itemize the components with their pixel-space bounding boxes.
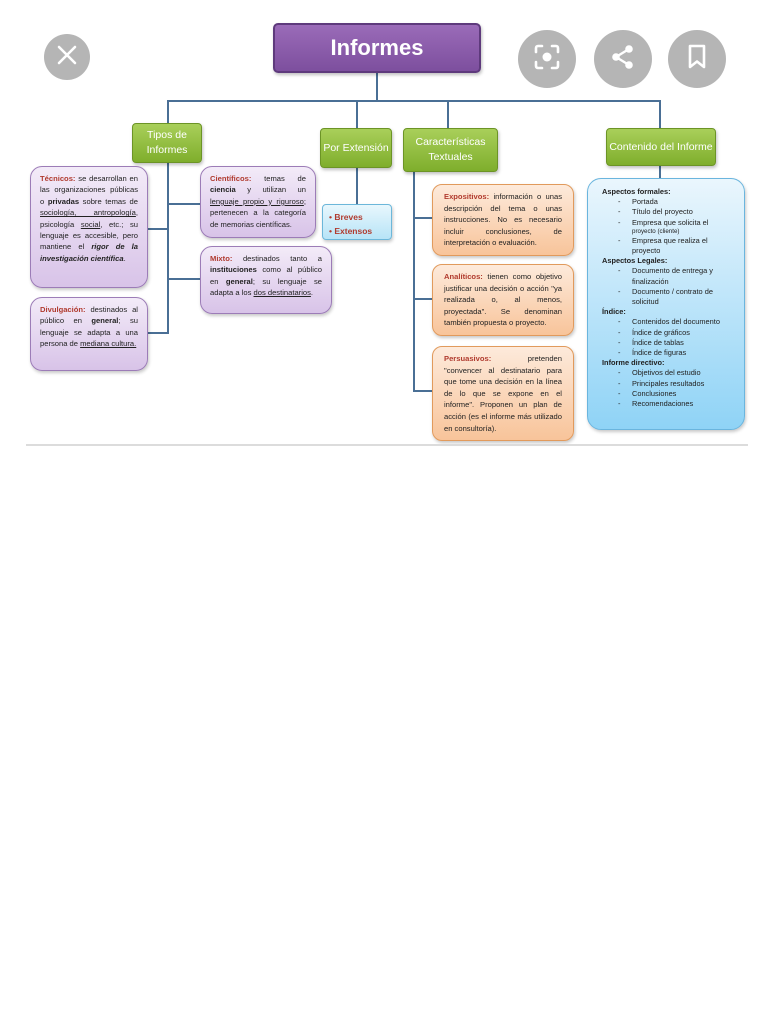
content-item: -Recomendaciones bbox=[618, 399, 694, 409]
content-item: -Empresa que solicita el bbox=[618, 217, 709, 227]
tipo-divulgacion: Divulgación: destinados al público en ge… bbox=[30, 297, 148, 371]
text: , etc.; su lenguaje es accesible, pero m… bbox=[40, 219, 138, 252]
item-text: Conclusiones bbox=[632, 388, 677, 398]
text: y utilizan un bbox=[235, 185, 306, 195]
content-item: -Documento / contrato de solicitud bbox=[602, 287, 734, 307]
content-item: -Contenidos del documento bbox=[618, 317, 720, 327]
branch-tipos: Tipos de Informes bbox=[132, 123, 202, 163]
content-item: -Portada bbox=[618, 197, 658, 207]
text: temas de bbox=[251, 174, 306, 183]
close-button[interactable] bbox=[44, 34, 90, 80]
item-text: Recomendaciones bbox=[632, 399, 694, 409]
text: ; su lenguaje se adapta a una persona de bbox=[40, 316, 138, 349]
item-text: Empresa que solicita el bbox=[632, 217, 709, 227]
branch-contenido: Contenido del Informe bbox=[606, 128, 716, 166]
share-button[interactable] bbox=[594, 30, 652, 88]
text: . bbox=[310, 288, 314, 298]
bookmark-button[interactable] bbox=[668, 30, 726, 88]
text: sobre temas de bbox=[79, 196, 138, 206]
content-item: -Documento de entrega y finalización bbox=[602, 266, 734, 286]
bookmark-icon bbox=[685, 43, 709, 76]
content-item: -Empresa que realiza el proyecto bbox=[602, 236, 734, 256]
text: se desarrollan en las organizaciones púb… bbox=[40, 174, 138, 206]
content-item: -Objetivos del estudio bbox=[618, 368, 701, 378]
text: . bbox=[123, 253, 126, 263]
text: ; su lenguaje se adapta a los bbox=[210, 276, 322, 298]
item-text: Documento / contrato de solicitud bbox=[632, 286, 713, 307]
bold-text: general bbox=[225, 276, 253, 286]
item-text: Principales resultados bbox=[632, 378, 705, 388]
section-heading: Informe directivo: bbox=[602, 358, 665, 368]
bold-text: privadas bbox=[47, 196, 80, 206]
text: ; pertenecen a la categoría de memorias … bbox=[210, 196, 306, 229]
section-heading: Aspectos formales: bbox=[602, 187, 671, 196]
close-icon bbox=[56, 44, 78, 71]
share-icon bbox=[609, 43, 637, 76]
content-item: -Conclusiones bbox=[618, 388, 677, 398]
underlined-text: social bbox=[80, 219, 101, 229]
extension-item: • Extensos bbox=[329, 226, 373, 236]
content-item: proyecto (cliente) bbox=[602, 228, 734, 236]
tipo-tecnicos: Técnicos: se desarrollan en las organiza… bbox=[30, 166, 148, 288]
image-bottom-divider bbox=[26, 444, 748, 446]
underlined-text: dos destinatarios bbox=[253, 288, 311, 298]
text: como al público en bbox=[210, 265, 322, 286]
tipo-mixto: Mixto: destinados tanto a instituciones … bbox=[200, 246, 332, 314]
item-label: Breves bbox=[334, 212, 363, 222]
underlined-text: sociología, antropología bbox=[40, 208, 136, 218]
bold-text: ciencia bbox=[210, 185, 236, 195]
item-text: Objetivos del estudio bbox=[632, 368, 701, 378]
branch-extension: Por Extensión bbox=[320, 128, 392, 168]
tipo-cientificos: Científicos: temas de ciencia y utilizan… bbox=[200, 166, 316, 238]
lens-icon bbox=[532, 42, 562, 77]
content-item: -Principales resultados bbox=[618, 378, 705, 388]
caracteristica-persuasivos: Persuasivos: pretenden "convencer al des… bbox=[432, 346, 574, 441]
italic-text: rigor de la investigación científica bbox=[40, 242, 138, 263]
text: información o unas descripción del tema … bbox=[444, 192, 562, 248]
content-item: -Índice de tablas bbox=[618, 337, 684, 347]
item-text: proyecto (cliente) bbox=[632, 227, 680, 235]
text: pretenden "convencer al destinatario par… bbox=[444, 354, 562, 433]
term-cientificos: Científicos: bbox=[210, 174, 252, 183]
diagram-title: Informes bbox=[273, 23, 481, 73]
bold-text: general bbox=[91, 316, 119, 326]
extension-list: • Breves • Extensos bbox=[322, 204, 392, 240]
item-text: Documento de entrega y finalización bbox=[632, 266, 713, 286]
term-expositivos: Expositivos: bbox=[444, 192, 490, 201]
caracteristica-analiticos: Analíticos: tienen como objetivo justifi… bbox=[432, 264, 574, 336]
item-text: Índice de tablas bbox=[632, 337, 684, 347]
caracteristica-expositivos: Expositivos: información o unas descripc… bbox=[432, 184, 574, 256]
contenido-informe: Aspectos formales: -Portada -Título del … bbox=[587, 178, 745, 430]
content-item: -Índice de figuras bbox=[618, 348, 687, 358]
text: tienen como objetivo justificar una deci… bbox=[444, 272, 562, 328]
item-text: Título del proyecto bbox=[632, 207, 693, 217]
text: , psicología bbox=[40, 208, 138, 229]
item-text: Contenidos del documento bbox=[632, 317, 720, 327]
bold-text: instituciones bbox=[210, 265, 257, 275]
term-tecnicos: Técnicos: bbox=[40, 174, 76, 183]
item-text: Índice de gráficos bbox=[632, 327, 690, 337]
section-heading: Aspectos Legales: bbox=[602, 256, 668, 266]
item-label: Extensos bbox=[334, 226, 373, 236]
section-heading: Índice: bbox=[602, 307, 626, 317]
term-mixto: Mixto: bbox=[210, 254, 233, 263]
underlined-text: mediana cultura. bbox=[80, 339, 137, 349]
term-analiticos: Analíticos: bbox=[444, 272, 483, 281]
visual-search-button[interactable] bbox=[518, 30, 576, 88]
text: destinados al público en bbox=[40, 305, 138, 326]
item-text: Portada bbox=[632, 197, 658, 207]
item-text: Empresa que realiza el proyecto bbox=[632, 235, 708, 256]
branch-caracteristicas: Características Textuales bbox=[403, 128, 498, 172]
text: destinados tanto a bbox=[232, 254, 322, 263]
item-text: Índice de figuras bbox=[632, 348, 687, 358]
underlined-text: lenguaje propio y riguroso bbox=[210, 196, 304, 206]
term-persuasivos: Persuasivos: bbox=[444, 354, 492, 363]
term-divulgacion: Divulgación: bbox=[40, 305, 86, 314]
extension-item: • Breves bbox=[329, 212, 363, 222]
content-item: -Índice de gráficos bbox=[618, 327, 690, 337]
content-item: -Título del proyecto bbox=[618, 207, 693, 217]
